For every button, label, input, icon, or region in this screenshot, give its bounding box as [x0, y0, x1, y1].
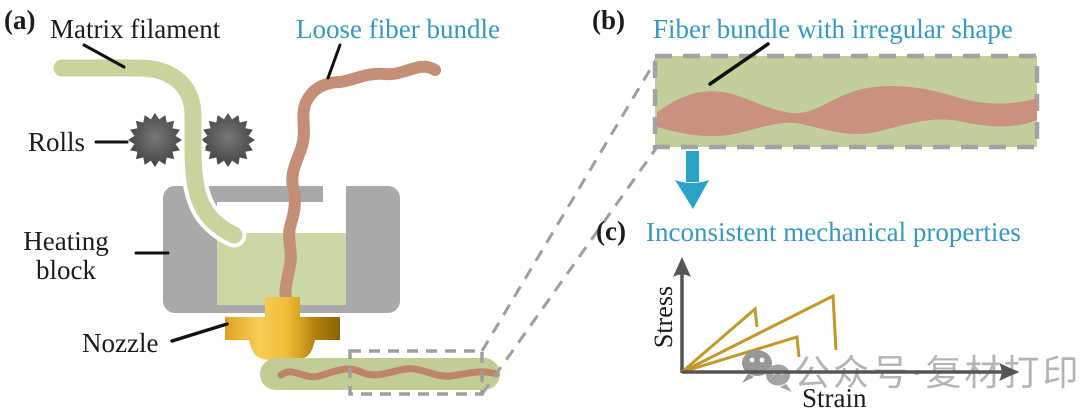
panel-c-title: Inconsistent mechanical properties: [646, 217, 1021, 247]
matrix-filament-label: Matrix filament: [50, 14, 221, 44]
zoom-connector-top: [480, 57, 659, 352]
strain-axis-label: Strain: [802, 383, 867, 411]
down-arrow-icon: [675, 151, 709, 209]
panel-c-tag: (c): [596, 216, 626, 246]
nozzle-leader: [170, 322, 229, 343]
loose-fiber-bundle: [279, 60, 441, 306]
heating-block-label: Heating block: [23, 226, 109, 286]
loose-fiber-leader: [326, 43, 342, 80]
printed-strand-fiber: [277, 365, 500, 381]
fiber-band-leader: [708, 42, 770, 86]
stress-strain-curve-1: [681, 306, 759, 374]
panel-b-title: Fiber bundle with irregular shape: [653, 14, 1013, 44]
x-axis-arrow-icon: [999, 363, 1019, 381]
heating-block-slot: [323, 184, 346, 204]
loose-fiber-label: Loose fiber bundle: [296, 14, 500, 44]
nozzle-label: Nozzle: [82, 328, 159, 358]
irregular-fiber-band: [657, 85, 1037, 137]
zoom-region-box: [348, 349, 484, 396]
stress-strain-curve-3: [681, 335, 801, 374]
roll-right-icon: [201, 113, 255, 167]
wechat-icon: [742, 350, 792, 392]
nozzle-body: [225, 297, 340, 360]
stress-axis-label: Stress: [649, 285, 678, 349]
matrix-filament-leader: [82, 43, 126, 69]
panel-a-tag: (a): [4, 5, 36, 35]
stress-strain-curve-2: [681, 293, 838, 374]
zoom-connector-bottom: [480, 146, 659, 395]
y-axis-arrow-icon: [673, 257, 691, 277]
matrix-filament: [53, 59, 243, 244]
roll-left-icon: [128, 113, 182, 167]
rolls-label: Rolls: [28, 127, 86, 157]
feed-rolls-icon: [128, 113, 255, 167]
panel-b-tag: (b): [592, 5, 625, 35]
